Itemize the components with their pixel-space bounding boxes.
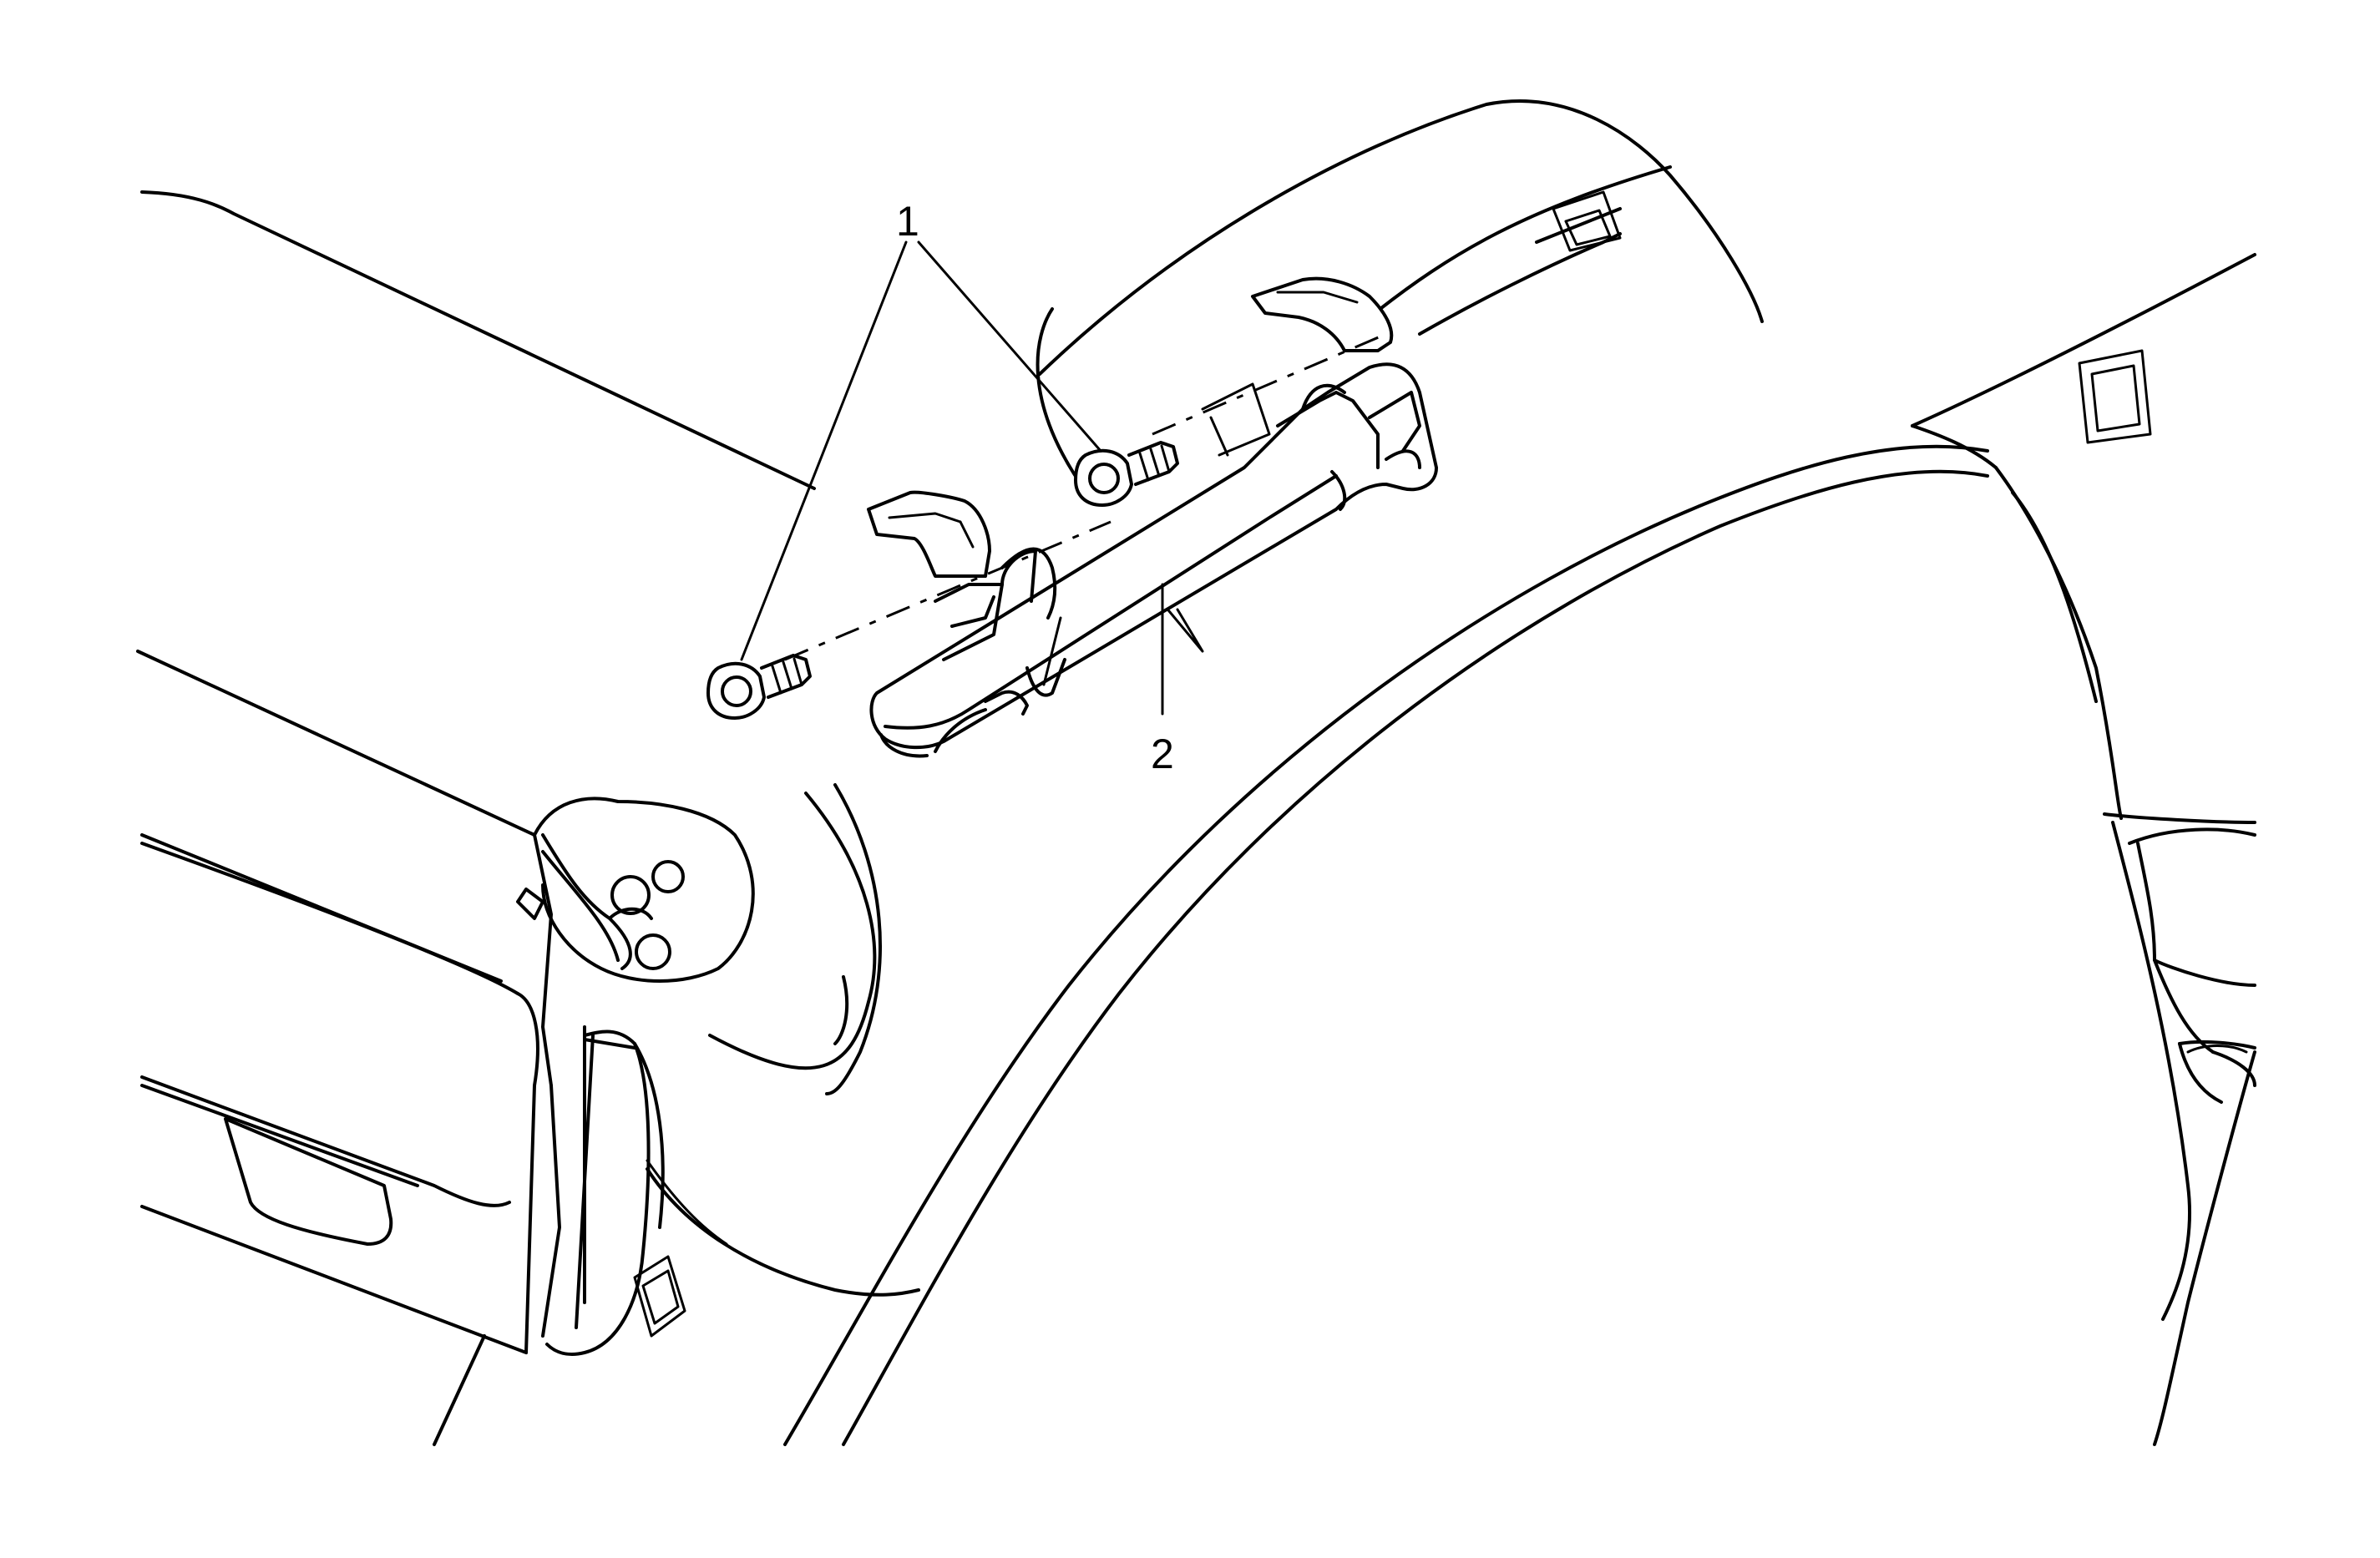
callout-1: 1 [896,198,919,245]
handle-bracket-right [1251,276,1394,352]
callout-leaders [740,240,1164,716]
headliner-outline [140,99,1764,498]
sun-visor [136,650,920,1446]
fastener-left [706,654,812,720]
windshield-edge [1418,190,1622,336]
handle-bracket-left [867,490,991,578]
fastener-right [1074,441,1179,507]
a-pillar-trim [783,253,2256,1446]
assist-handle [869,362,1438,758]
callout-2: 2 [1151,731,1174,777]
door-trim [2103,812,2256,1446]
visor-mount [516,783,882,1095]
install-axis-lines [784,332,1387,661]
